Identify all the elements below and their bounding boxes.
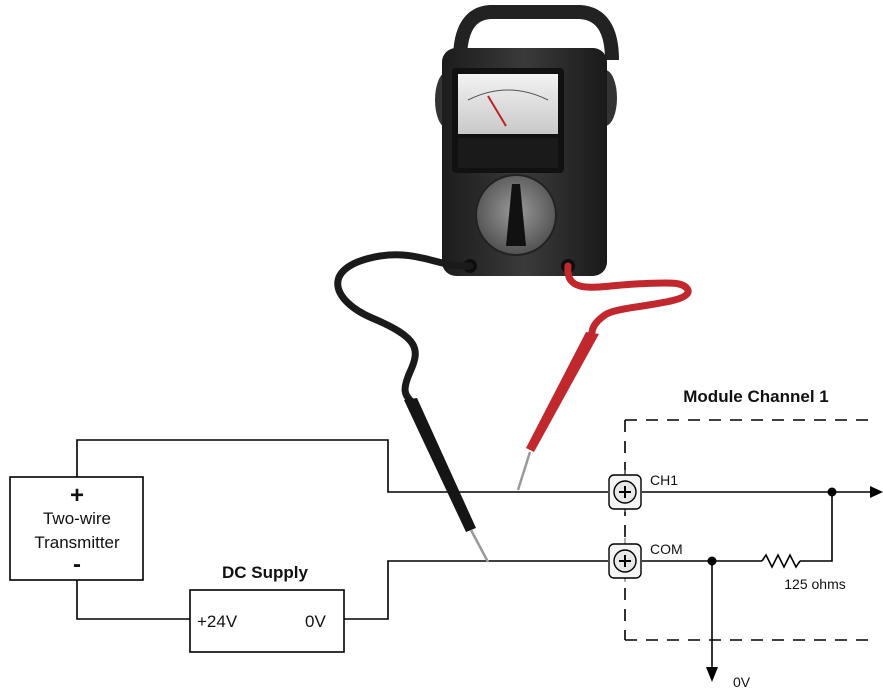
black-probe-tip <box>469 529 490 563</box>
selector-knob-icon <box>506 184 526 246</box>
red-probe-tip <box>516 451 532 491</box>
transmitter-line2: Transmitter <box>34 533 120 552</box>
com-label: COM <box>650 541 683 557</box>
ch1-label: CH1 <box>650 472 678 488</box>
red-probe <box>526 332 599 452</box>
resistor-label: 125 ohms <box>784 576 845 592</box>
transmitter-negative-wire <box>76 580 190 620</box>
arrow-right-icon <box>870 486 883 498</box>
meter-handle <box>453 5 619 61</box>
supply-return-wire <box>344 560 608 620</box>
terminal-com <box>608 538 642 582</box>
transmitter-minus: - <box>73 551 81 578</box>
junction-dot-ch1 <box>827 487 837 497</box>
junction-dot-com <box>707 556 717 566</box>
meter-display <box>458 74 558 134</box>
meter-needle <box>487 95 507 127</box>
resistor-icon <box>761 553 801 569</box>
black-test-lead <box>334 251 490 563</box>
module-title: Module Channel 1 <box>683 387 828 406</box>
transmitter-line1: Two-wire <box>43 509 111 528</box>
dc-supply-box: +24V 0V <box>189 589 345 653</box>
black-probe <box>404 398 476 532</box>
supply-positive-label: +24V <box>197 612 238 631</box>
multimeter <box>435 5 619 276</box>
arrow-down-icon <box>706 667 718 682</box>
transmitter-box: + Two-wire Transmitter - <box>9 476 144 581</box>
red-test-lead <box>516 262 692 491</box>
terminal-ch1 <box>608 470 642 512</box>
meter-panel <box>458 138 558 168</box>
resistor-return-wire <box>800 492 833 562</box>
transmitter-plus: + <box>70 482 84 509</box>
supply-title: DC Supply <box>222 563 308 582</box>
ground-label: 0V <box>733 674 751 690</box>
signal-wire <box>76 439 608 493</box>
supply-negative-label: 0V <box>305 612 326 631</box>
module-boundary <box>624 419 868 641</box>
